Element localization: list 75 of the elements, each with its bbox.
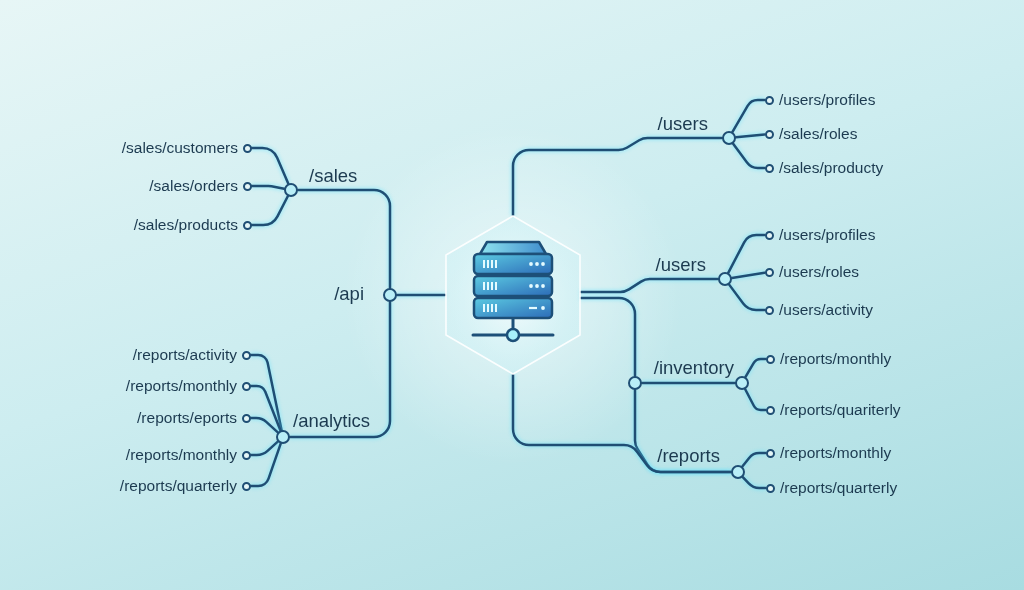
endpoint-dot (764, 230, 774, 240)
endpoint-label: /sales/producty (779, 159, 884, 177)
route-label: /sales (309, 165, 358, 187)
connector-line (511, 136, 724, 217)
junction-dot (718, 272, 732, 286)
endpoint-dot (241, 413, 251, 423)
connector-line (744, 357, 767, 379)
endpoint-dot (764, 305, 774, 315)
connector-line (250, 195, 290, 227)
connector-line (743, 387, 767, 412)
endpoint-label: /reports/eports (137, 409, 237, 427)
junction-dot (735, 376, 749, 390)
hub-hexagon (445, 215, 581, 375)
endpoint-label: /users/roles (779, 263, 860, 281)
route-label: /api (334, 283, 364, 305)
endpoint-label: /reports/activity (132, 346, 237, 364)
endpoint-dot (241, 350, 251, 360)
endpoint-label: /users/profiles (779, 91, 876, 109)
connector-line (730, 271, 766, 280)
route-label: /users (657, 113, 708, 135)
junction-dot (722, 131, 736, 145)
connector-line (296, 188, 392, 290)
endpoint-dot (241, 450, 251, 460)
connector-line (511, 373, 733, 474)
endpoint-dot (242, 181, 252, 191)
connector-line (741, 451, 767, 468)
connector-line (734, 133, 766, 139)
endpoint-label: /reports/monthly (125, 377, 237, 395)
connector-line (288, 300, 392, 439)
connector-line (727, 233, 766, 275)
endpoint-label: /sales/products (133, 216, 238, 234)
connector-line (741, 475, 767, 490)
endpoint-dot (764, 267, 774, 277)
connector-line (249, 442, 282, 488)
endpoint-label: /sales/orders (149, 177, 238, 195)
route-label: /inventory (653, 357, 734, 379)
endpoint-label: /reports/monthly (780, 350, 892, 368)
endpoint-label: /sales/customers (121, 139, 238, 157)
junction-dot (628, 376, 642, 390)
endpoint-dot (765, 354, 775, 364)
junction-dot (731, 465, 745, 479)
connector-line (250, 146, 290, 185)
route-label: /reports (657, 445, 720, 467)
junction-dot (383, 288, 397, 302)
endpoint-label: /reports/quarterly (780, 479, 898, 497)
connector-line (731, 142, 766, 170)
connector-line (249, 416, 280, 434)
endpoint-dot (242, 220, 252, 230)
endpoint-dot (241, 481, 251, 491)
endpoint-dot (765, 448, 775, 458)
connector-line (249, 440, 280, 457)
connector-line (249, 384, 282, 432)
connector-line (731, 98, 766, 134)
endpoint-dot (765, 483, 775, 493)
connector-line (395, 293, 447, 297)
junction-dot (284, 183, 298, 197)
endpoint-label: /reports/quarterly (119, 477, 237, 495)
route-label: /analytics (293, 410, 371, 432)
endpoint-label: /users/activity (779, 301, 873, 319)
connector-line (250, 184, 286, 190)
endpoint-dot (764, 129, 774, 139)
endpoint-dot (765, 405, 775, 415)
route-label: /users (655, 254, 706, 276)
endpoint-dot (764, 163, 774, 173)
connector-line (640, 381, 737, 385)
endpoint-dot (241, 381, 251, 391)
endpoint-label: /reports/monthly (780, 444, 892, 462)
endpoint-label: /sales/roles (779, 125, 858, 143)
junction-dot (276, 430, 290, 444)
endpoint-dot (764, 95, 774, 105)
connector-line (727, 283, 766, 312)
endpoint-label: /reports/monthly (125, 446, 237, 464)
endpoint-label: /users/profiles (779, 226, 876, 244)
endpoint-label: /reports/quariterly (780, 401, 901, 419)
endpoint-dot (242, 143, 252, 153)
